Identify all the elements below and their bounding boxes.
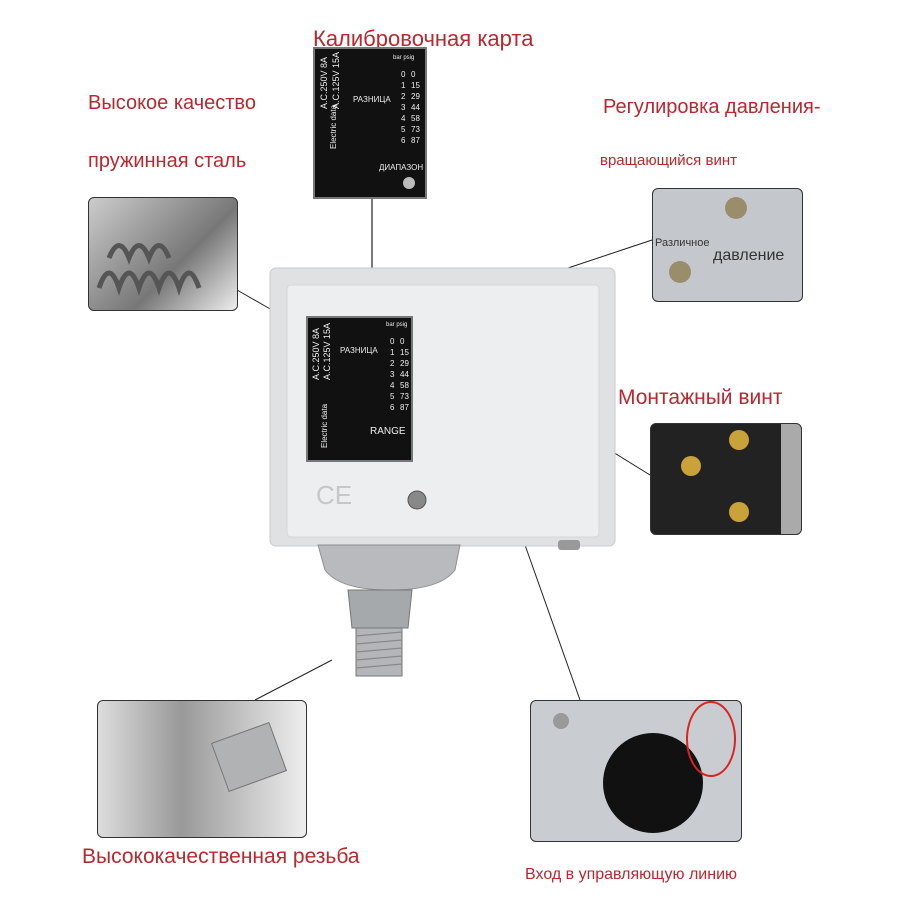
cover-screw-icon bbox=[407, 490, 427, 510]
side-screw bbox=[558, 540, 580, 550]
device-card-rating-2: A.C.125V 15A bbox=[322, 322, 332, 380]
terminal-screw-icon bbox=[729, 502, 749, 522]
calibration-card-on-device: Electric data A.C.250V 8A A.C.125V 15A Р… bbox=[306, 316, 413, 462]
label-pressure-line1: Регулировка давления- bbox=[603, 96, 821, 118]
callout-line-pressure bbox=[567, 239, 653, 269]
label-thread: Высококачественная резьба bbox=[82, 845, 360, 868]
callout-line-thread bbox=[254, 659, 333, 701]
label-spring-line2: пружинная сталь bbox=[88, 150, 247, 172]
callout-line-spring bbox=[236, 289, 273, 311]
pressure-inset-diff: Различное bbox=[655, 237, 710, 249]
card-screw-icon bbox=[403, 177, 415, 189]
callout-line-control bbox=[524, 544, 581, 701]
pressure-screw-closeup-photo: Различное давление bbox=[652, 188, 803, 302]
label-mount-screw: Монтажный винт bbox=[618, 386, 783, 409]
hex-nut bbox=[347, 589, 413, 629]
label-spring-line1: Высокое качество bbox=[88, 92, 256, 114]
label-pressure-line2: вращающийся винт bbox=[600, 152, 737, 169]
device-card-diff: РАЗНИЦА bbox=[340, 346, 378, 355]
card-electric-data: Electric data bbox=[329, 104, 338, 149]
device-card-range: RANGE bbox=[370, 426, 406, 437]
device-card-rating-1: A.C.250V 8A bbox=[311, 327, 321, 380]
spring-closeup-photo bbox=[88, 197, 238, 311]
ce-mark: CE bbox=[316, 480, 353, 510]
pressure-bellows bbox=[317, 544, 461, 591]
highlight-circle bbox=[686, 701, 736, 777]
terminal-screw-icon bbox=[729, 430, 749, 450]
device-card-electric-data: Electric data bbox=[320, 403, 329, 448]
thread-fitting bbox=[210, 721, 288, 793]
screw-icon bbox=[553, 713, 569, 729]
card-units: bar psig bbox=[393, 55, 415, 61]
label-calibration-card: Калибровочная карта bbox=[313, 26, 534, 51]
pressure-inset-pressure: давление bbox=[713, 247, 785, 264]
diff-screw-icon bbox=[669, 261, 691, 283]
adjust-screw-icon bbox=[725, 197, 747, 219]
calibration-card-closeup: Electric data A.C.250V 8A A.C.125V 15A Р… bbox=[313, 47, 427, 199]
control-line-inlet-photo bbox=[530, 700, 742, 842]
thread-closeup-photo bbox=[97, 700, 307, 838]
label-control-line: Вход в управляющую линию bbox=[525, 866, 738, 883]
threaded-fitting bbox=[355, 627, 403, 677]
card-rating-1: A.C.250V 8A bbox=[319, 56, 329, 109]
device-card-units: bar psig bbox=[386, 322, 408, 328]
terminal-screw-icon bbox=[681, 456, 701, 476]
card-range: ДИАПАЗОН bbox=[379, 163, 424, 172]
mounting-screw-closeup-photo bbox=[650, 423, 802, 535]
card-rating-2: A.C.125V 15A bbox=[331, 51, 341, 109]
card-diff: РАЗНИЦА bbox=[353, 95, 391, 104]
